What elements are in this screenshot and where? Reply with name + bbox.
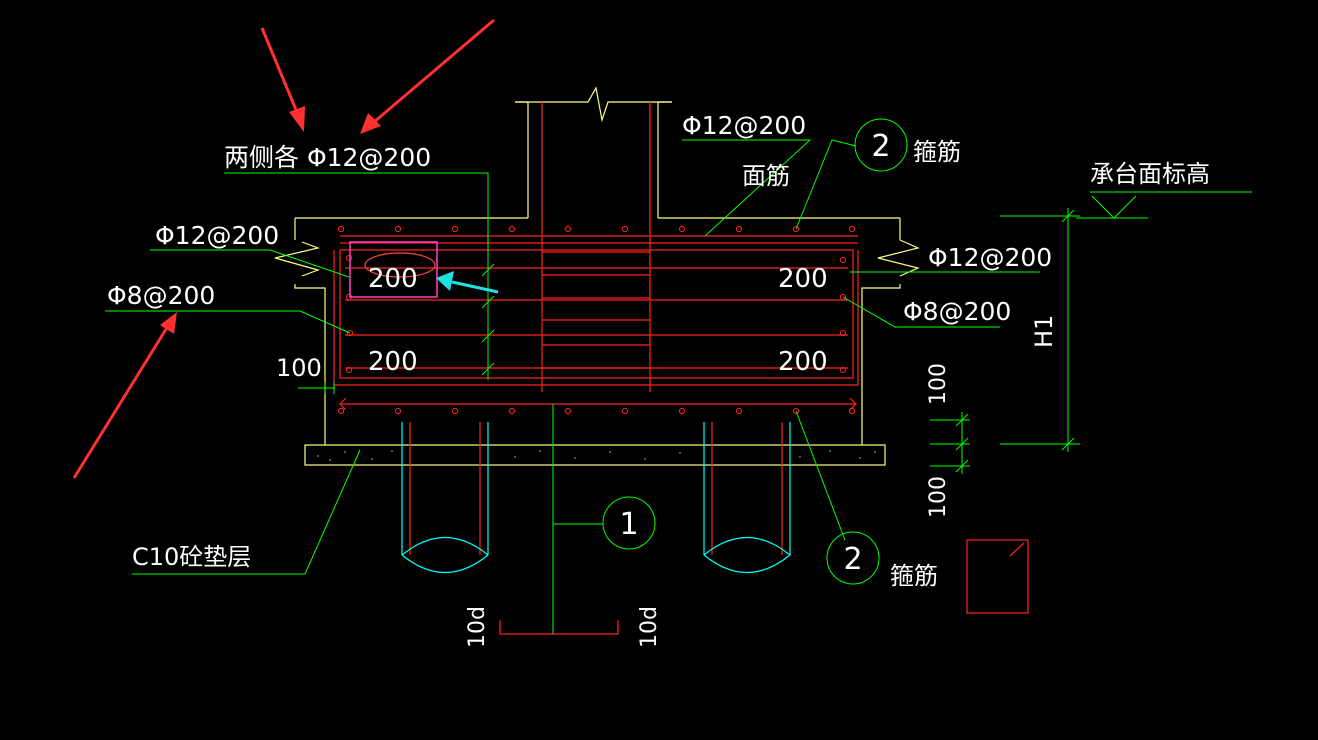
stirrup-detail-symbol: [966, 539, 1029, 614]
label-top-phi12: Φ12@200: [682, 111, 806, 140]
pile-left: [401, 422, 489, 573]
label-dim-10d-left: 10d: [465, 606, 490, 648]
label-top-face: 面筋: [742, 162, 790, 190]
cushion-layer: [304, 444, 886, 466]
label-dim-200-tr: 200: [778, 264, 828, 294]
label-dim-200-tl: 200: [368, 264, 418, 294]
label-right-phi12: Φ12@200: [928, 243, 1052, 272]
rebar-dots: [337, 225, 856, 415]
annotation-arrows: [72, 18, 499, 479]
label-stirrup-bot-num: 2: [843, 542, 862, 577]
rebar-cage: [333, 102, 859, 635]
highlight-annotation: [349, 241, 438, 298]
label-stirrup-top-text: 箍筋: [913, 138, 961, 166]
label-side-bars: 两侧各 Φ12@200: [224, 143, 431, 172]
label-cushion: C10砼垫层: [132, 543, 251, 571]
label-stirrup-bot-text: 箍筋: [890, 562, 938, 590]
label-section-num: 1: [619, 507, 638, 542]
label-stirrup-top-num: 2: [871, 129, 890, 164]
label-dim-100-left: 100: [276, 354, 322, 382]
label-dim-100-r-bot: 100: [926, 476, 951, 518]
label-dim-200-bl: 200: [368, 347, 418, 377]
label-dim-10d-right: 10d: [637, 606, 662, 648]
label-dim-200-br: 200: [778, 347, 828, 377]
pile-right: [703, 422, 791, 573]
label-left-phi8: Φ8@200: [107, 281, 215, 310]
label-cap-elevation: 承台面标高: [1090, 160, 1210, 188]
label-left-phi12: Φ12@200: [155, 221, 279, 250]
label-h1: H1: [1030, 315, 1058, 348]
label-dim-100-r-top: 100: [926, 363, 951, 405]
text-labels: 两侧各 Φ12@200 Φ12@200 面筋 2 箍筋 承台面标高 Φ12@20…: [107, 111, 1210, 648]
cap-outline: [274, 86, 920, 445]
leader-lines: [105, 118, 1252, 634]
label-right-phi8: Φ8@200: [903, 297, 1011, 326]
